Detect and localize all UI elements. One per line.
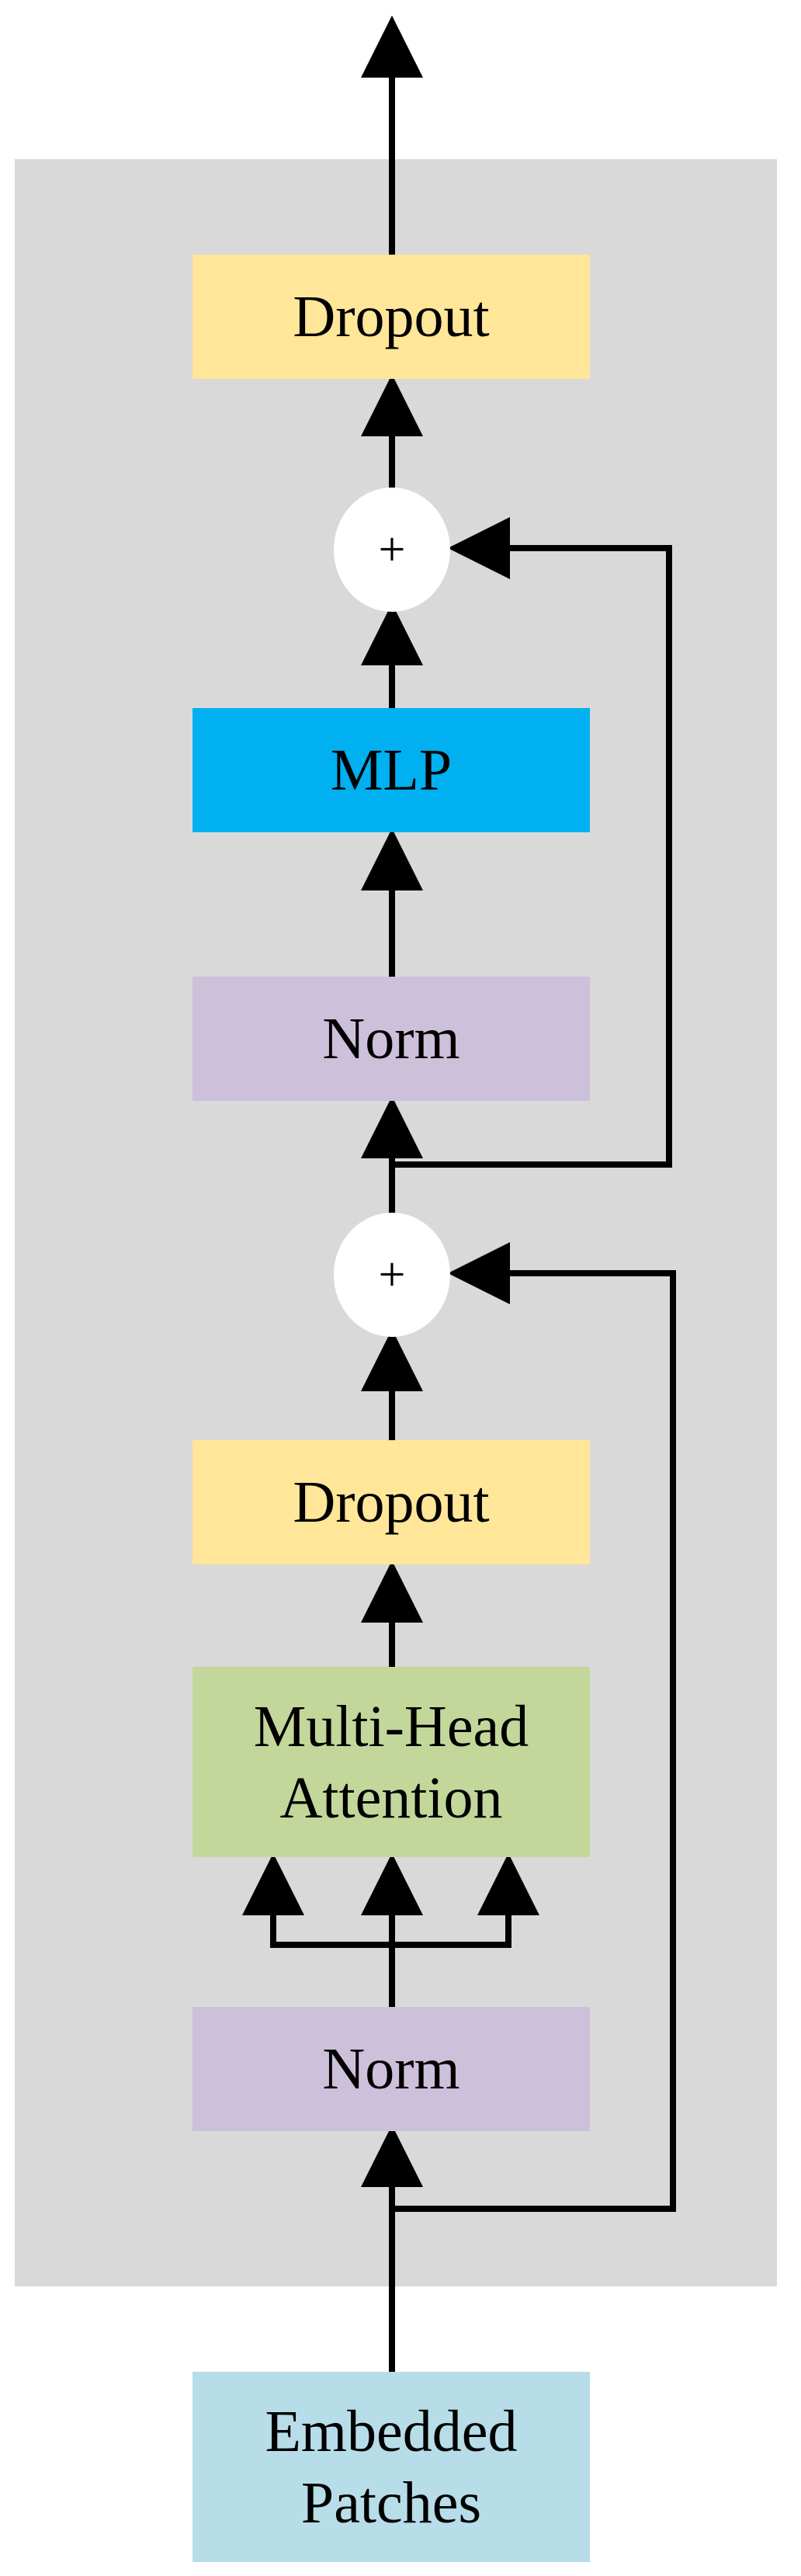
dropout-bottom-label: Dropout bbox=[293, 1470, 490, 1535]
attention-label-line1: Multi-Head bbox=[253, 1693, 529, 1759]
attention-label-line2: Attention bbox=[279, 1765, 503, 1831]
add-node-bottom: + bbox=[334, 1213, 450, 1337]
norm-top-label: Norm bbox=[322, 1006, 460, 1071]
arrow-norm-to-attention-q bbox=[242, 1853, 392, 1948]
add-node-top-label: + bbox=[378, 522, 406, 576]
arrow-norm-to-attention-k bbox=[392, 1853, 539, 1948]
embedded-label-line2: Patches bbox=[300, 2470, 482, 2536]
add-node-top: + bbox=[334, 488, 450, 612]
residual-connection-1 bbox=[392, 1242, 676, 2212]
norm-bottom-label: Norm bbox=[322, 2036, 460, 2102]
norm-top-block: Norm bbox=[192, 977, 590, 1101]
dropout-bottom-block: Dropout bbox=[192, 1440, 590, 1564]
dropout-top-block: Dropout bbox=[192, 255, 590, 379]
mlp-label: MLP bbox=[330, 738, 453, 803]
dropout-top-label: Dropout bbox=[293, 284, 490, 349]
residual-connection-2 bbox=[392, 517, 672, 1168]
add-node-bottom-label: + bbox=[378, 1248, 406, 1301]
norm-bottom-block: Norm bbox=[192, 2007, 590, 2131]
mlp-block: MLP bbox=[192, 708, 590, 832]
embedded-patches-block: Embedded Patches bbox=[192, 2372, 590, 2562]
embedded-label-line1: Embedded bbox=[265, 2398, 518, 2464]
multi-head-attention-block: Multi-Head Attention bbox=[192, 1667, 590, 1857]
